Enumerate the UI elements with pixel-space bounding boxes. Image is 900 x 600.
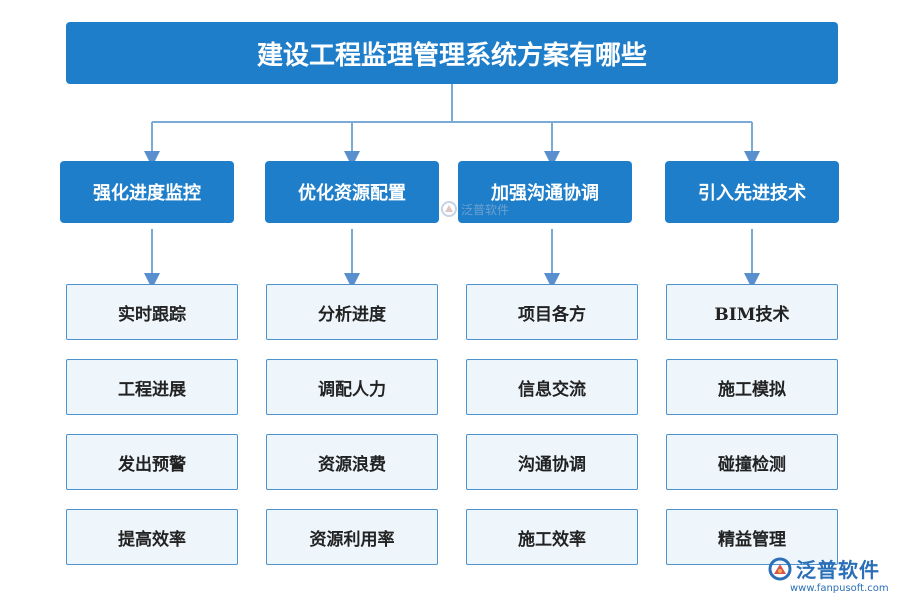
watermark-text: 泛普软件 [461, 202, 510, 217]
item-box: 工程进展 [66, 359, 238, 415]
item-box: 信息交流 [466, 359, 638, 415]
category-box-resources: 优化资源配置 [265, 161, 439, 223]
fanpu-logo-icon [768, 557, 792, 580]
fanpu-logo-icon [441, 201, 457, 217]
item-box: 施工模拟 [666, 359, 838, 415]
item-box: 资源浪费 [266, 434, 438, 490]
item-box: 调配人力 [266, 359, 438, 415]
item-box: 精益管理 [666, 509, 838, 565]
item-box: BIM技术 [666, 284, 838, 340]
item-box: 沟通协调 [466, 434, 638, 490]
logo-name: 泛普软件 [796, 558, 880, 582]
brand-logo: 泛普软件 www.fanpusoft.com [768, 554, 889, 594]
item-box: 施工效率 [466, 509, 638, 565]
item-box: 分析进度 [266, 284, 438, 340]
item-box: 发出预警 [66, 434, 238, 490]
category-box-communication: 加强沟通协调 [458, 161, 632, 223]
item-box: 实时跟踪 [66, 284, 238, 340]
logo-url: www.fanpusoft.com [790, 583, 889, 594]
item-box: 碰撞检测 [666, 434, 838, 490]
item-box: 项目各方 [466, 284, 638, 340]
item-box: 资源利用率 [266, 509, 438, 565]
watermark: 泛普软件 [440, 200, 509, 218]
category-box-progress: 强化进度监控 [60, 161, 234, 223]
category-box-technology: 引入先进技术 [665, 161, 839, 223]
diagram-title: 建设工程监理管理系统方案有哪些 [66, 22, 838, 84]
item-box: 提高效率 [66, 509, 238, 565]
